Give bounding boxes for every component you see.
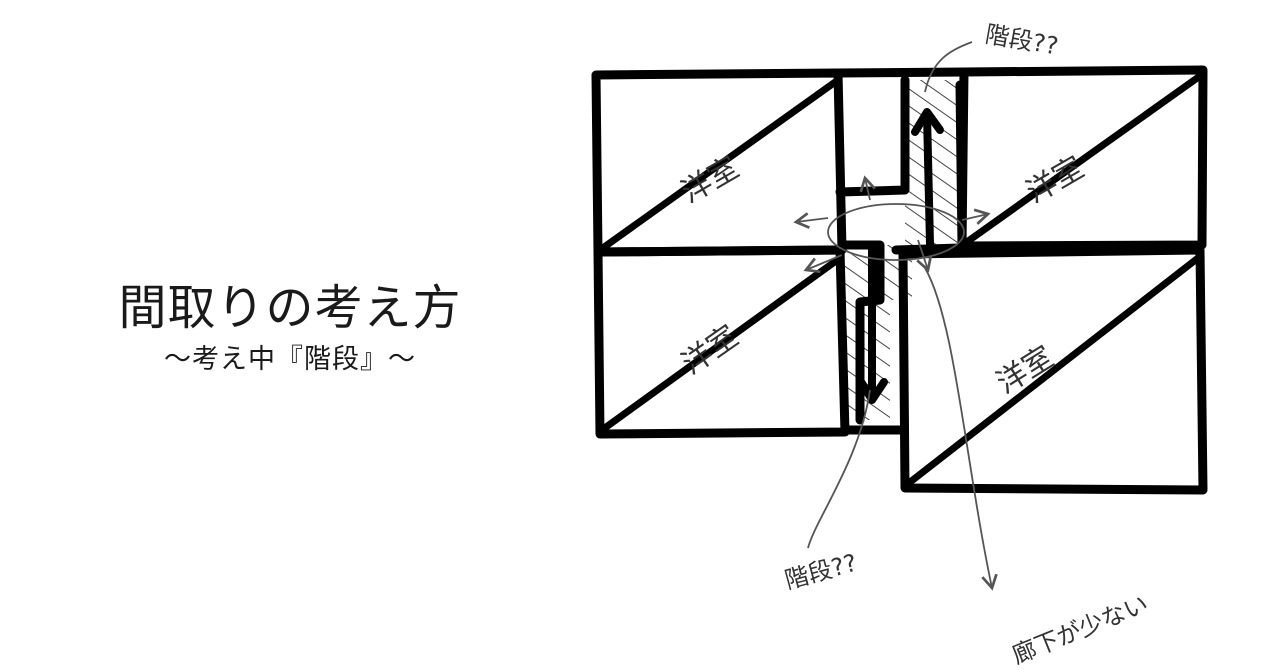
room-label-top-left: 洋室 — [676, 150, 745, 210]
stair-arrow-up — [923, 111, 934, 248]
stairs-hatch-upper — [905, 80, 963, 248]
central-core — [833, 67, 969, 435]
room-bottom-right — [898, 245, 1208, 495]
annotation-stairs-top: 階段?? — [983, 20, 1060, 60]
page-title: 間取りの考え方 — [118, 280, 462, 336]
annotation-hallway: 廊下が少ない — [1008, 590, 1152, 670]
annotation-stairs-bottom: 階段?? — [782, 549, 860, 595]
page-subtitle: ～考え中『階段』～ — [164, 344, 416, 375]
circulation-oval — [827, 203, 965, 261]
title-block: 間取りの考え方 ～考え中『階段』～ — [40, 278, 540, 378]
